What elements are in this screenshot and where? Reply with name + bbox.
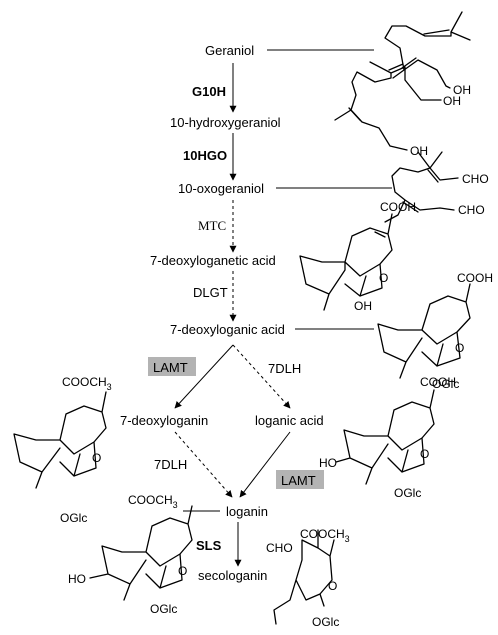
secologanin-oglc: OGlc [312,615,339,629]
structure-loganin: COOCH3 HO O OGlc [68,493,193,616]
deoxyloganic-ring-o: O [455,341,464,355]
loganic-ring-o: O [420,447,429,461]
compound-geraniol: Geraniol [205,43,254,58]
loganin-cooch3: COOCH3 [128,493,178,510]
secologanin-cho: CHO [266,541,293,555]
deoxyloganetic-cooh: COOH [380,200,416,214]
enzyme-lamt-right: LAMT [281,473,316,488]
hydroxygeraniol-oh-1: OH [443,94,461,108]
deoxyloganin-ring-o: O [92,451,101,465]
arrow-lamt-left [174,344,234,409]
deoxyloganin-oglc: OGlc [60,511,87,525]
structure-loganic-acid: COOH HO O OGlc [319,375,456,500]
lamt-left-box [148,357,196,376]
secologanin-ring-o: O [328,579,337,593]
compound-7-deoxyloganic-acid: 7-deoxyloganic acid [170,322,285,337]
enzyme-g10h: G10H [192,84,226,99]
enzyme-mtc: MTC [198,218,226,233]
compound-loganin: loganin [226,504,268,519]
arrow-lamt-right [239,431,291,498]
structure-7-deoxyloganetic-acid: COOH O OH [299,200,416,313]
compound-7-deoxyloganin: 7-deoxyloganin [120,413,208,428]
deoxyloganin-cooch3: COOCH3 [62,375,112,392]
structure-7-deoxyloganin: COOCH3 O OGlc [13,375,112,525]
compound-10-oxogeraniol: 10-oxogeraniol [178,181,264,196]
structure-7-deoxyloganic-acid: COOH O OGlc [377,271,493,391]
hydroxygeraniol-oh-2: OH [410,144,428,158]
loganic-oglc: OGlc [394,486,421,500]
enzyme-lamt-left: LAMT [153,360,188,375]
enzyme-dlgt: DLGT [193,285,228,300]
compound-secologanin: secologanin [198,568,267,583]
oxogeraniol-cho-1: CHO [462,172,489,186]
arrow-7dlh-left [174,431,233,498]
enzyme-7dlh-left: 7DLH [154,457,187,472]
enzyme-10hgo: 10HGO [183,148,227,163]
loganin-oglc: OGlc [150,602,177,616]
structure-10-oxogeraniol: CHO CHO [384,151,489,223]
loganin-ho: HO [68,572,86,586]
loganin-ring-o: O [178,564,187,578]
structure-secologanin: CHO COOCH3 O OGlc [266,527,350,629]
deoxyloganetic-ring-o: O [379,271,388,285]
deoxyloganetic-oh: OH [354,299,372,313]
arrow-7dlh-right [232,344,291,409]
loganic-cooh: COOH [420,375,456,389]
structure-geraniol: OH [384,11,471,97]
secologanin-cooch3: COOCH3 [300,527,350,544]
compound-7-deoxyloganetic-acid: 7-deoxyloganetic acid [150,253,276,268]
loganic-ho: HO [319,456,337,470]
oxogeraniol-cho-2: CHO [458,203,485,217]
enzyme-sls: SLS [196,538,222,553]
compound-10-hydroxygeraniol: 10-hydroxygeraniol [170,115,281,130]
lamt-right-box [276,470,324,489]
enzyme-7dlh-right: 7DLH [268,361,301,376]
deoxyloganic-cooh: COOH [457,271,493,285]
compound-loganic-acid: loganic acid [255,413,324,428]
geraniol-oh: OH [453,83,471,97]
structure-10-hydroxygeraniol: OH OH [334,61,461,158]
deoxyloganic-oglc: OGlc [432,377,459,391]
